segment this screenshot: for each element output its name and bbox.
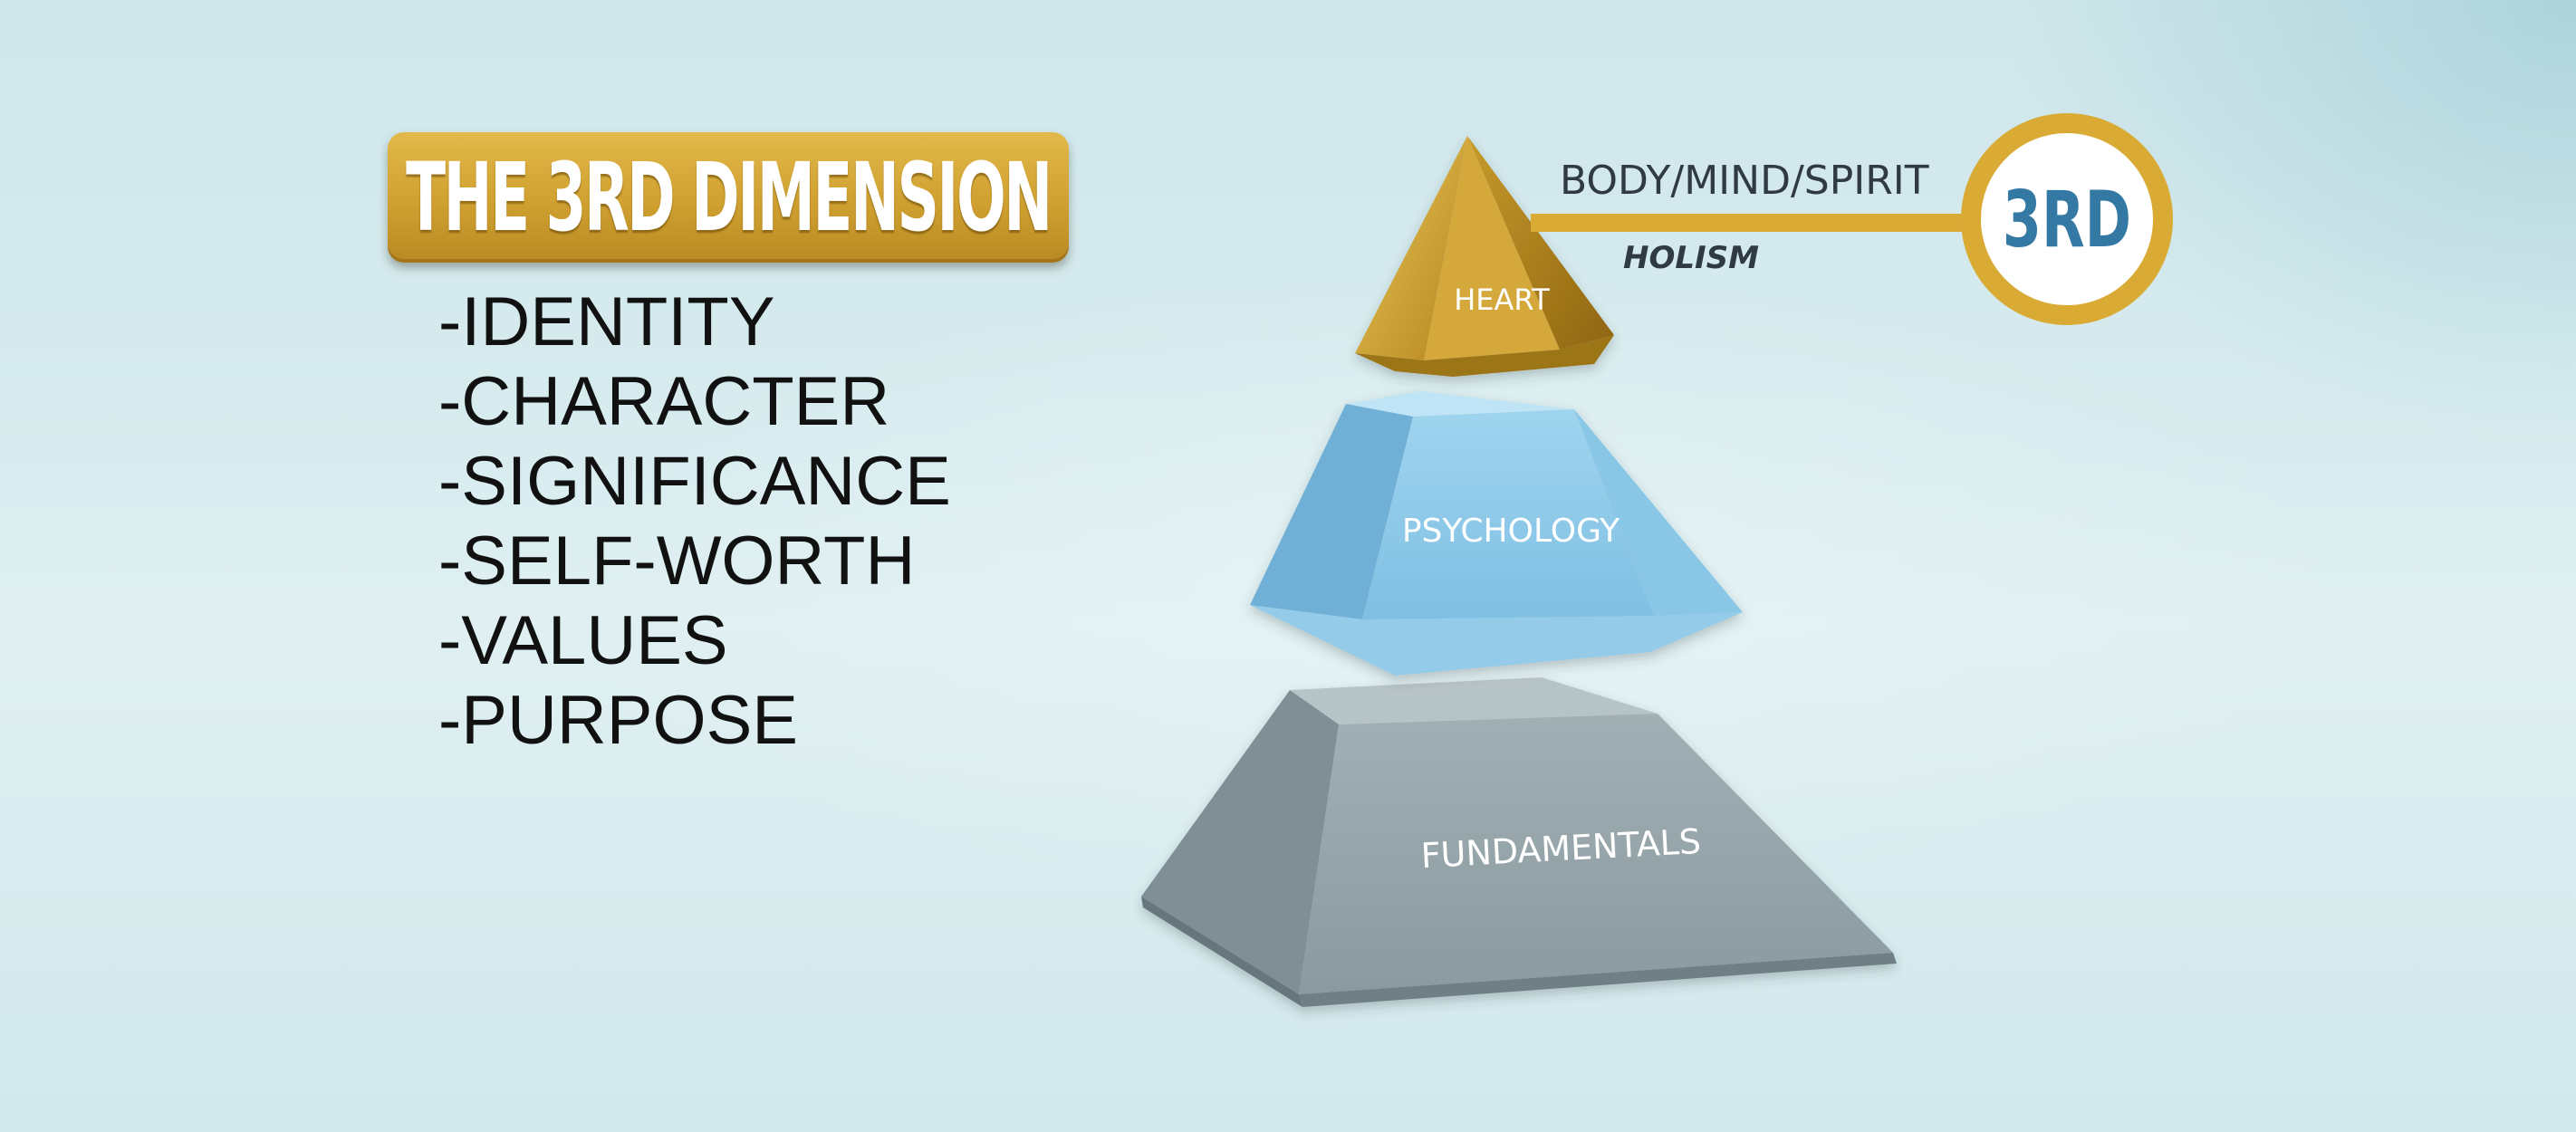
title-banner: THE 3RD DIMENSION <box>388 132 1069 263</box>
trait-list: -IDENTITY -CHARACTER -SIGNIFICANCE -SELF… <box>438 283 951 761</box>
connector-upper-label: BODY/MIND/SPIRIT <box>1560 158 1929 204</box>
badge-3rd: 3RD <box>1961 113 2173 325</box>
trait-item: -PURPOSE <box>438 682 798 759</box>
trait-item: -SELF-WORTH <box>438 523 916 600</box>
page-title: THE 3RD DIMENSION <box>406 142 1053 253</box>
trait-item: -IDENTITY <box>438 283 775 360</box>
pyramid-middle-label: PSYCHOLOGY <box>1402 513 1620 550</box>
trait-item: -SIGNIFICANCE <box>438 443 951 520</box>
trait-item: -CHARACTER <box>438 363 890 440</box>
badge-text: 3RD <box>2003 174 2131 265</box>
connector-line <box>1531 214 1982 232</box>
pyramid-top-layer <box>1355 136 1614 377</box>
trait-item: -VALUES <box>438 602 728 679</box>
pyramid-middle-layer <box>1250 391 1743 676</box>
pyramid-top-label: HEART <box>1454 283 1550 317</box>
pyramid-base-layer <box>1141 677 1897 1007</box>
connector-lower-label: HOLISM <box>1623 240 1759 276</box>
